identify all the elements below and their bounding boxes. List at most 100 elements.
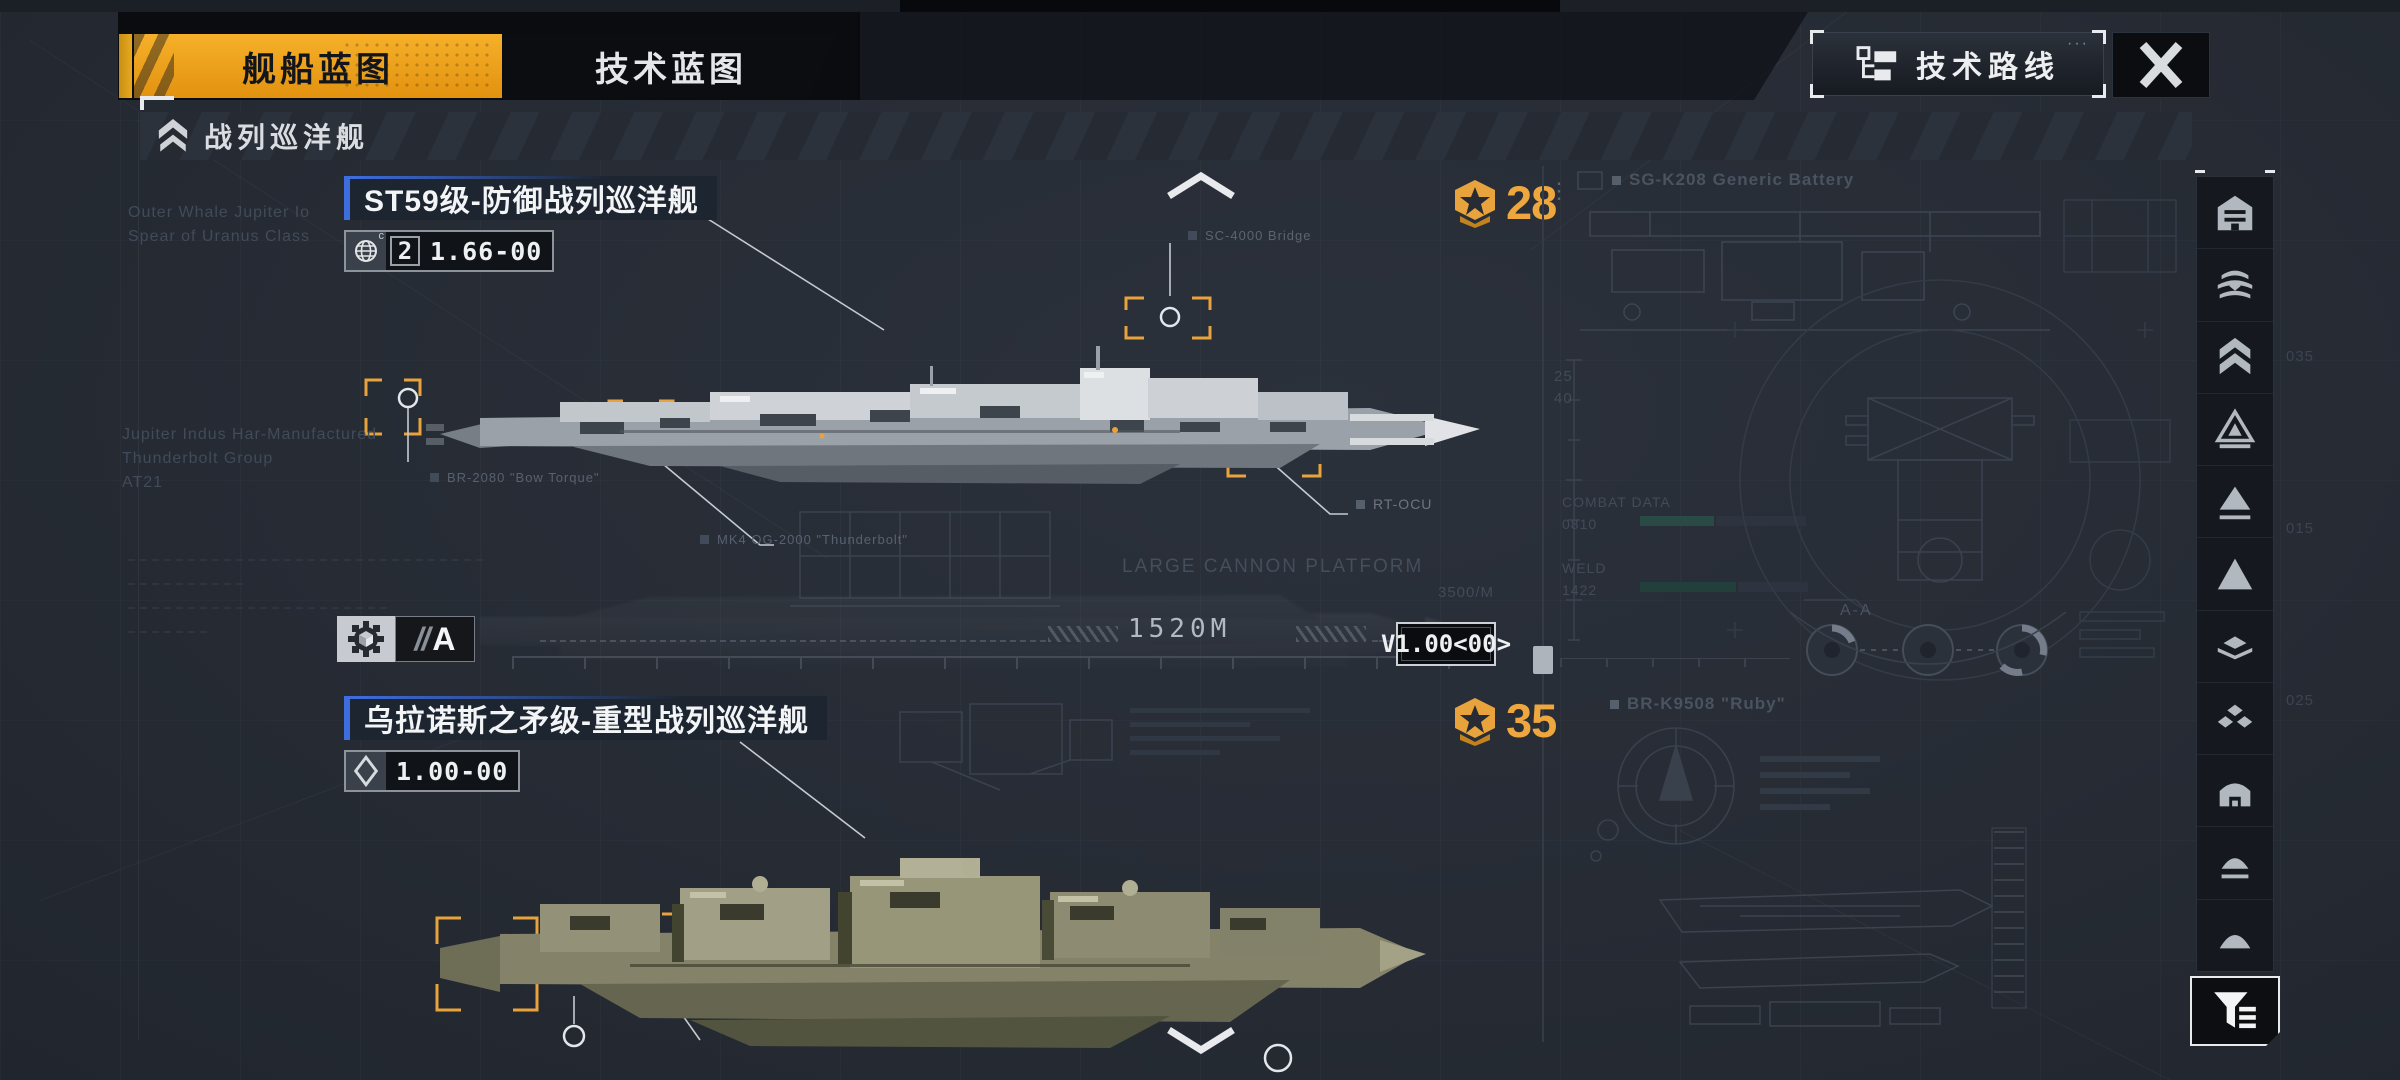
divider-dots: ⋮	[1548, 178, 1570, 203]
pennant-icon	[346, 752, 386, 790]
scroll-down-button[interactable]	[1158, 1022, 1244, 1058]
battlecruiser-chevrons-icon	[2219, 337, 2251, 375]
bg-0810: 0810	[1562, 516, 1598, 532]
carrier-arch-icon	[2219, 783, 2251, 807]
text-bar	[1760, 772, 1850, 778]
ship-spear-name: 乌拉诺斯之矛级-重型战列巡洋舰	[364, 705, 809, 738]
ship-callout-mk4: MK4 OG-2000 "Thunderbolt"	[700, 532, 908, 547]
length-hatch	[1048, 626, 1118, 642]
data-bar	[1640, 516, 1714, 526]
battlecruiser-class-icon	[158, 119, 188, 152]
filter-button[interactable]	[2190, 976, 2280, 1046]
ship-card-spear-of-uranus[interactable]	[430, 796, 1430, 1070]
warehouse-icon	[2217, 195, 2253, 230]
section-corner-mark	[140, 96, 174, 110]
tech-route-label: 技术路线	[1916, 51, 2060, 84]
ship-length-label: 1520M	[1128, 614, 1232, 644]
platform-sketch	[790, 511, 1060, 607]
tech-point-count: 35	[1506, 694, 1557, 747]
collapse-section-button[interactable]	[1158, 168, 1244, 204]
section-view-circles	[1727, 279, 2153, 681]
sidebar-corner-tick	[2195, 170, 2205, 173]
tech-tree-icon	[1856, 46, 1897, 81]
text-bar	[1130, 750, 1220, 755]
bg-ruler-40: 40	[1554, 390, 1573, 407]
bg-margin-035: 035	[2286, 348, 2315, 365]
frigate-triangle-icon	[2217, 558, 2253, 590]
panel-divider	[1542, 166, 1544, 1042]
content-edge-line	[138, 112, 139, 1040]
sidebar-filter-corvette[interactable]	[2197, 611, 2273, 683]
compass-sketch	[1590, 727, 1735, 862]
text-bar	[1760, 804, 1830, 810]
close-icon	[2139, 41, 2183, 89]
sidebar-filter-warehouse[interactable]	[2197, 177, 2273, 250]
ship-spear-tech-points: 35	[1450, 694, 1557, 747]
destroyer-triangle-icon	[2219, 486, 2251, 519]
battery-sketch	[1577, 171, 2050, 331]
bg-combat-data: COMBAT DATA	[1562, 494, 1671, 510]
bg-ruler-25: 25	[1554, 368, 1573, 385]
sidebar-filter-support[interactable]	[2197, 827, 2273, 900]
active-tab-accent	[119, 34, 132, 98]
support-dome-line-icon	[2221, 858, 2249, 879]
length-dash-line	[1372, 640, 1392, 642]
sidebar-filter-destroyer[interactable]	[2197, 466, 2273, 539]
section-title: 战列巡洋舰	[204, 122, 370, 153]
vertical-ruler	[1566, 359, 1582, 641]
corvette-chevron-icon	[2217, 636, 2253, 660]
bg-aa-label: A-A	[1840, 602, 1873, 619]
text-bar	[1130, 708, 1310, 713]
ship-callout-bridge: SC-4000 Bridge	[1188, 228, 1312, 243]
gear-cube-icon	[337, 616, 395, 662]
bg-ruby-label: BR-K9508 "Ruby"	[1610, 694, 1786, 714]
sidebar-filter-fleet-stack[interactable]	[2197, 249, 2273, 322]
text-bar	[1760, 756, 1880, 762]
variant-label: // A	[395, 616, 475, 662]
text-bar	[1130, 736, 1280, 741]
blueprint-tier: 2	[390, 236, 420, 266]
sidebar-filter-battlecruiser[interactable]	[2197, 322, 2273, 394]
tech-point-count: 28	[1506, 176, 1557, 229]
data-bar	[1640, 582, 1736, 592]
bracket-corner	[1810, 30, 1824, 44]
bracket-corner	[1810, 84, 1824, 98]
sidebar-filter-carrier[interactable]	[2197, 755, 2273, 828]
ship-callout-rt: RT-OCU	[1356, 496, 1432, 512]
close-button[interactable]	[2112, 32, 2210, 98]
mini-diagrams	[2063, 199, 2177, 658]
tab-tech-blueprints[interactable]: 技术蓝图	[504, 34, 838, 98]
ship-card-st59[interactable]	[420, 326, 1480, 531]
sidebar-filter-utility[interactable]	[2197, 900, 2273, 971]
fleet-stack-icon	[2217, 270, 2253, 299]
top-strip-black	[900, 0, 1560, 12]
ship-st59-render	[426, 346, 1480, 484]
route-dots: ···	[2067, 35, 2089, 52]
filter-funnel-icon	[2210, 988, 2260, 1034]
sidebar-filter-frigate[interactable]	[2197, 538, 2273, 611]
fighter-diamonds-icon	[2217, 705, 2253, 729]
tab-ship-blueprints-label: 舰船蓝图	[242, 50, 394, 89]
globe-icon: c	[346, 230, 386, 270]
bracket-corner	[2092, 84, 2106, 98]
tab-ship-blueprints[interactable]: 舰船蓝图	[134, 34, 502, 98]
text-bar	[1760, 788, 1870, 794]
tech-route-button[interactable]: 技术路线 ···	[1810, 30, 2106, 98]
scale-ruler-secondary	[1560, 658, 1790, 667]
sidebar-filter-fighters[interactable]	[2197, 683, 2273, 756]
section-header[interactable]: 战列巡洋舰	[140, 112, 2192, 160]
ship-st59-variant-badge[interactable]: // A	[337, 616, 475, 662]
medal-star-icon	[1455, 698, 1495, 746]
medal-star-icon	[1455, 180, 1495, 228]
blueprint-code-value: 1.66-00	[430, 236, 543, 266]
ship-callout-bow: BR-2080 "Bow Torque"	[430, 470, 600, 485]
scrollbar-thumb[interactable]	[1533, 646, 1553, 674]
side-view-sketches	[1658, 889, 1994, 1027]
bg-1422: 1422	[1562, 582, 1598, 598]
ship-st59-name-plate: ST59级-防御战列巡洋舰	[344, 176, 717, 220]
ship-type-filter-rail	[2195, 170, 2275, 972]
sidebar-filter-cruiser[interactable]	[2197, 394, 2273, 467]
length-hatch	[1296, 626, 1366, 642]
turret-sketch	[1845, 397, 2035, 583]
